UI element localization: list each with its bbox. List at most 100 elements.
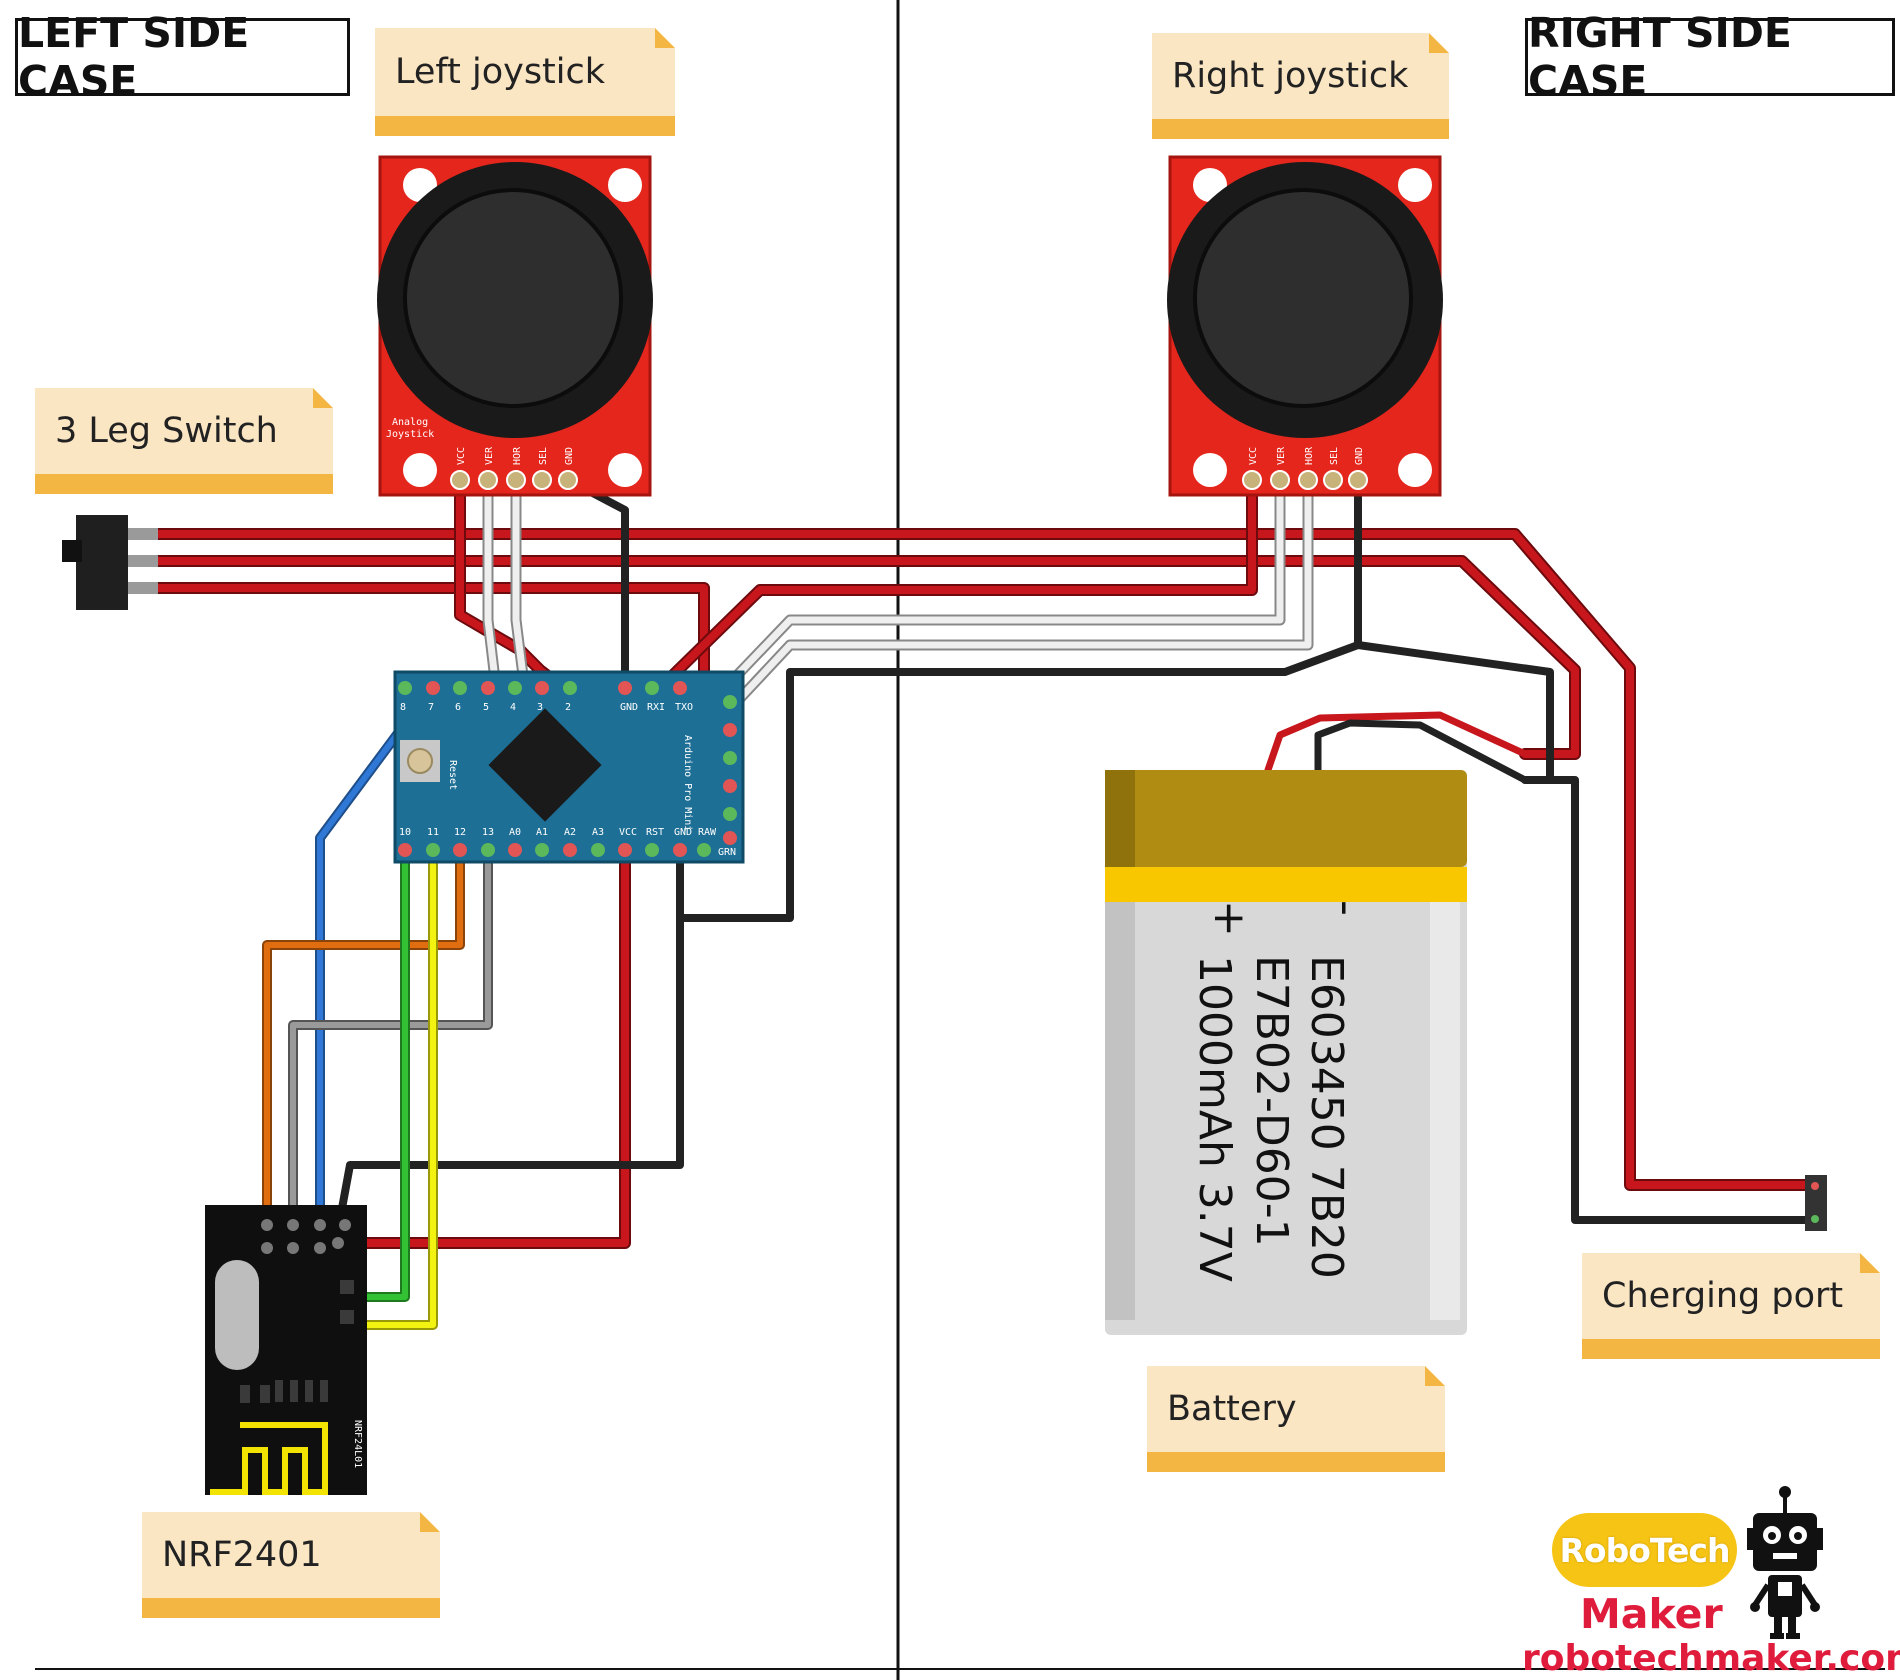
arduino-pin (618, 843, 632, 857)
arduino-side-pins (723, 695, 737, 845)
reset-label: Reset (447, 760, 458, 790)
joystick-pin-label: SEL (1329, 447, 1340, 465)
arduino-pin (645, 843, 659, 857)
arduino-pin-label: 7 (428, 702, 434, 713)
arduino-pin-label: A1 (536, 827, 548, 838)
mount-hole (1398, 453, 1432, 487)
joystick-pin-label: HOR (1304, 446, 1315, 465)
brand-logo-pill: RoboTech (1552, 1513, 1737, 1587)
battery-text: - E603450 7B20 E7B02-D60-1 + 1000mAh 3.7… (1189, 900, 1372, 1282)
right-joystick-cap (1193, 188, 1413, 408)
joystick-pin-label: GND (564, 447, 575, 465)
arduino-pin-label: RST (646, 827, 664, 838)
wires (152, 474, 1811, 1330)
arduino-pin (398, 843, 412, 857)
note-band (375, 116, 675, 136)
switch-label: 3 Leg Switch (35, 388, 333, 494)
note-band (1582, 1339, 1880, 1359)
joystick-board-text-1: Analog (392, 417, 428, 428)
left-case-title: LEFT SIDE CASE (15, 9, 350, 105)
battery-body (1105, 770, 1467, 1335)
arduino-pin-label: GND (674, 827, 692, 838)
arduino-pin-label: VCC (619, 827, 637, 838)
arduino-pin (426, 843, 440, 857)
battery-line-2: E7B02-D60-1 (1246, 955, 1297, 1247)
arduino-pin (453, 843, 467, 857)
arduino-pin-label: TXO (675, 702, 693, 713)
right-joystick-label-text: Right joystick (1172, 56, 1409, 96)
left-joystick-cap (403, 188, 623, 408)
wire-gnd-battery (1354, 641, 1554, 784)
arduino-pin-label: A3 (592, 827, 604, 838)
arduino-pin-label: A0 (509, 827, 521, 838)
arduino-pin (426, 681, 440, 695)
battery-pack (1105, 770, 1467, 1335)
battery-plus: + (1204, 900, 1255, 937)
brand-maker: Maker (1580, 1590, 1723, 1638)
nrf-label-text: NRF2401 (162, 1535, 322, 1575)
three-leg-switch (62, 515, 158, 610)
brand-url: robotechmaker.com (1522, 1638, 1900, 1679)
arduino-pin (508, 681, 522, 695)
nrf-label: NRF2401 (142, 1512, 440, 1618)
arduino-pin-label: GND (620, 702, 638, 713)
note-band (1152, 119, 1449, 139)
battery-label: Battery (1147, 1366, 1445, 1472)
board-name-label: Arduino Pro Mini (682, 735, 693, 831)
joystick-pin-label: SEL (538, 447, 549, 465)
joystick-board-text-2: Joystick (386, 429, 434, 440)
left-joystick-label: Left joystick (375, 28, 675, 136)
battery-line-1: E603450 7B20 (1301, 955, 1352, 1279)
left-joystick-label-text: Left joystick (395, 52, 606, 92)
note-band (1147, 1452, 1445, 1472)
mount-hole (608, 168, 642, 202)
joystick-pin-label: HOR (512, 446, 523, 465)
nrf-smd-parts (240, 1280, 354, 1403)
arduino-pin (673, 843, 687, 857)
arduino-pin (508, 843, 522, 857)
arduino-pin (563, 843, 577, 857)
reset-button (407, 748, 433, 774)
mount-hole (608, 453, 642, 487)
arduino-pin (618, 681, 632, 695)
switch-label-text: 3 Leg Switch (55, 411, 278, 451)
arduino-pin (591, 843, 605, 857)
arduino-pin (481, 843, 495, 857)
joystick-pin-label: VER (484, 446, 495, 465)
battery-minus: - (1321, 900, 1372, 916)
arduino-pin-label: 4 (510, 702, 516, 713)
arduino-pin-label: 13 (482, 827, 494, 838)
arduino-pin-label: 3 (537, 702, 543, 713)
arduino-pin-label: 8 (400, 702, 406, 713)
note-band (142, 1598, 440, 1618)
mount-hole (403, 453, 437, 487)
note-band (35, 474, 333, 494)
battery-top (1105, 770, 1467, 867)
arduino-pin-label: 5 (483, 702, 489, 713)
mount-hole (1398, 168, 1432, 202)
arduino-pin (481, 681, 495, 695)
right-joystick-pins (1242, 470, 1368, 490)
robot-mascot-icon (1747, 1486, 1823, 1639)
wire-nrf-gnd (334, 914, 684, 1234)
battery-top-shade (1105, 770, 1135, 867)
battery-stripe (1105, 867, 1467, 902)
right-joystick-label: Right joystick (1152, 33, 1449, 139)
arduino-pin (535, 681, 549, 695)
charging-port-label-text: Cherging port (1602, 1276, 1844, 1316)
charging-port (1805, 1175, 1827, 1231)
arduino-pin (453, 681, 467, 695)
arduino-pin-label: A2 (564, 827, 576, 838)
nrf-pins (261, 1219, 351, 1254)
nrf-chip-label: NRF24L01 (352, 1420, 363, 1468)
arduino-pin-label: 11 (427, 827, 439, 838)
arduino-pin (697, 843, 711, 857)
arduino-pin (645, 681, 659, 695)
arduino-pin-label: 2 (565, 702, 571, 713)
joystick-pin-label: VCC (456, 447, 467, 465)
